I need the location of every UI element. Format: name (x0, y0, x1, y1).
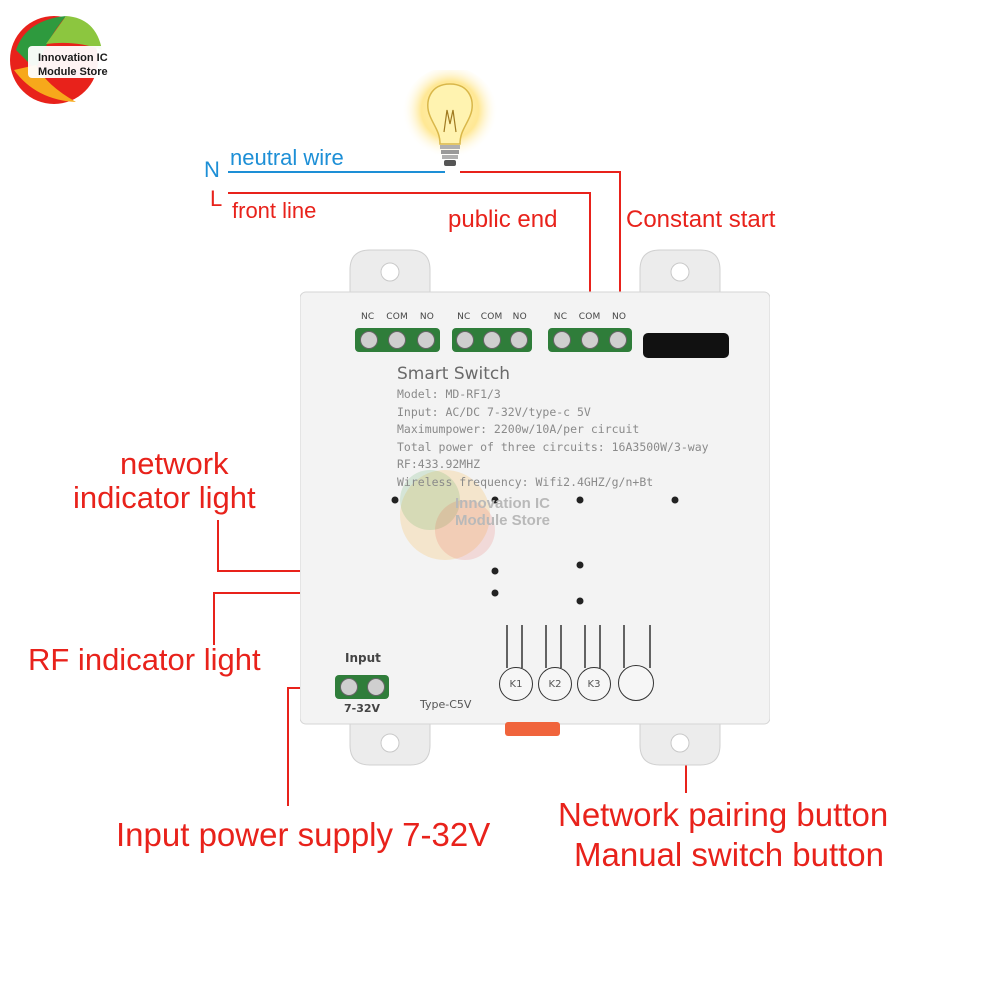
spec-line: Maximumpower: 2200w/10A/per circuit (397, 422, 640, 436)
input-terminal-block (335, 675, 389, 699)
light-bulb (400, 67, 500, 190)
terminal-no-label: NO (512, 312, 527, 322)
k3-label: K3 (587, 678, 601, 690)
screw-icon (553, 331, 571, 349)
input-voltage-label: 7-32V (344, 702, 381, 715)
terminal-com-label: COM (386, 312, 408, 322)
terminal-group-3: NC COM NO (548, 312, 632, 352)
device-specs: Model: MD-RF1/3 Input: AC/DC 7-32V/type-… (397, 386, 709, 491)
spec-line: Model: MD-RF1/3 (397, 387, 501, 401)
k1-button[interactable]: K1 (499, 667, 533, 701)
screw-icon (339, 678, 358, 696)
screw-icon (456, 331, 475, 349)
pairing-button-label: Network pairing button (558, 796, 889, 833)
terminal-no-label: NO (419, 312, 435, 322)
k2-label: K2 (548, 678, 562, 690)
typec-label: Type-C5V (420, 698, 472, 711)
screw-icon (360, 331, 379, 349)
logo-text-line1: Innovation IC (38, 52, 108, 64)
brand-logo-icon (10, 16, 122, 104)
front-line-label: front line (232, 198, 317, 223)
terminal-com-label: COM (578, 312, 601, 322)
terminal-block (452, 328, 532, 352)
rf-indicator-label: RF indicator light (28, 642, 261, 677)
terminal-block (355, 328, 440, 352)
input-label: Input (345, 651, 381, 665)
screw-icon (366, 678, 385, 696)
terminal-no-label: NO (611, 312, 627, 322)
l-letter: L (210, 186, 223, 211)
light-bulb-icon (402, 67, 498, 166)
terminal-com-label: COM (480, 312, 503, 322)
logo-text-line2: Module Store (38, 66, 108, 78)
spec-line: Wireless frequency: Wifi2.4GHZ/g/n+Bt (397, 474, 654, 489)
n-letter: N (204, 157, 220, 182)
smart-switch-device: NC COM NO NC COM NO NC COM NO (300, 240, 770, 780)
watermark-line2: Module Store (455, 512, 551, 529)
spec-line: RF:433.92MHZ (397, 457, 481, 471)
watermark-line1: Innovation IC (455, 495, 550, 512)
screw-icon (416, 331, 435, 349)
constant-start-wire (460, 171, 621, 343)
k3-button[interactable]: K3 (577, 667, 611, 701)
terminal-group-2: NC COM NO (452, 312, 532, 352)
screw-icon (581, 331, 599, 349)
spec-line: Total power of three circuits: 16A3500W/… (397, 439, 709, 454)
device-title: Smart Switch (397, 364, 511, 384)
public-end-label: public end (448, 206, 558, 233)
brand-logo: Innovation IC Module Store (6, 10, 126, 110)
terminal-nc-label: NC (457, 312, 471, 322)
network-indicator-label-line2: indicator light (73, 480, 256, 515)
screw-icon (509, 331, 528, 349)
k1-label: K1 (509, 678, 523, 690)
k2-button[interactable]: K2 (538, 667, 572, 701)
screw-icon (609, 331, 627, 349)
terminal-group-1: NC COM NO (355, 312, 440, 352)
pairing-button[interactable] (618, 665, 654, 701)
network-indicator-label-line1: network (120, 446, 229, 481)
spec-line: Input: AC/DC 7-32V/type-c 5V (397, 404, 591, 419)
power-supply-label: Input power supply 7-32V (116, 816, 491, 853)
screw-icon (482, 331, 501, 349)
device-housing (300, 249, 770, 766)
constant-start-label: Constant start (626, 206, 776, 233)
manual-switch-label: Manual switch button (574, 836, 885, 873)
terminal-block (548, 328, 632, 352)
neutral-wire-label: neutral wire (230, 145, 344, 170)
terminal-nc-label: NC (553, 312, 568, 322)
terminal-nc-label: NC (360, 312, 375, 322)
screw-icon (388, 331, 407, 349)
